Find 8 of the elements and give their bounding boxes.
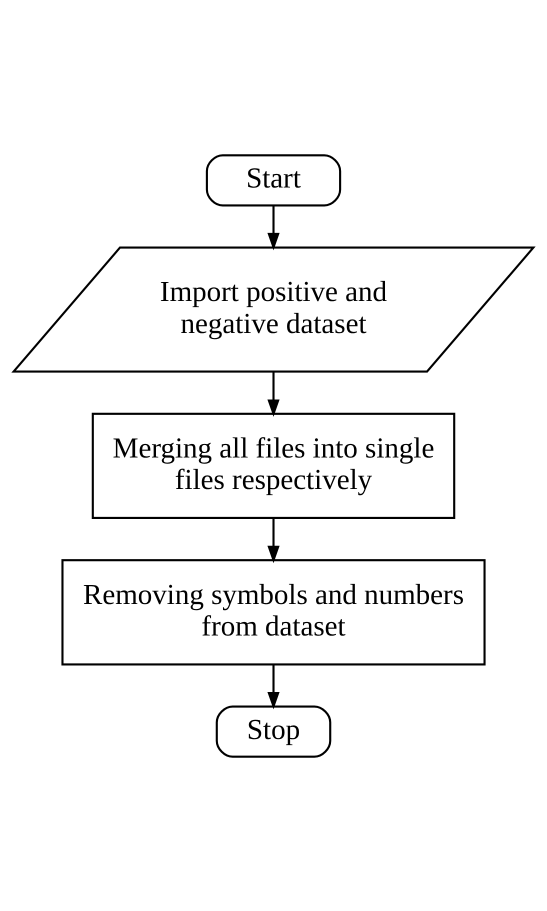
node-box: Merging all files into single files respectively [92,412,456,519]
node-box: Removing symbols and numbers from dataset [61,558,486,665]
arrow [267,204,280,250]
node-box: Start [206,154,342,206]
arrow [267,371,280,416]
arrow [267,664,280,709]
node-box: Stop [216,705,332,758]
arrow [267,518,280,563]
